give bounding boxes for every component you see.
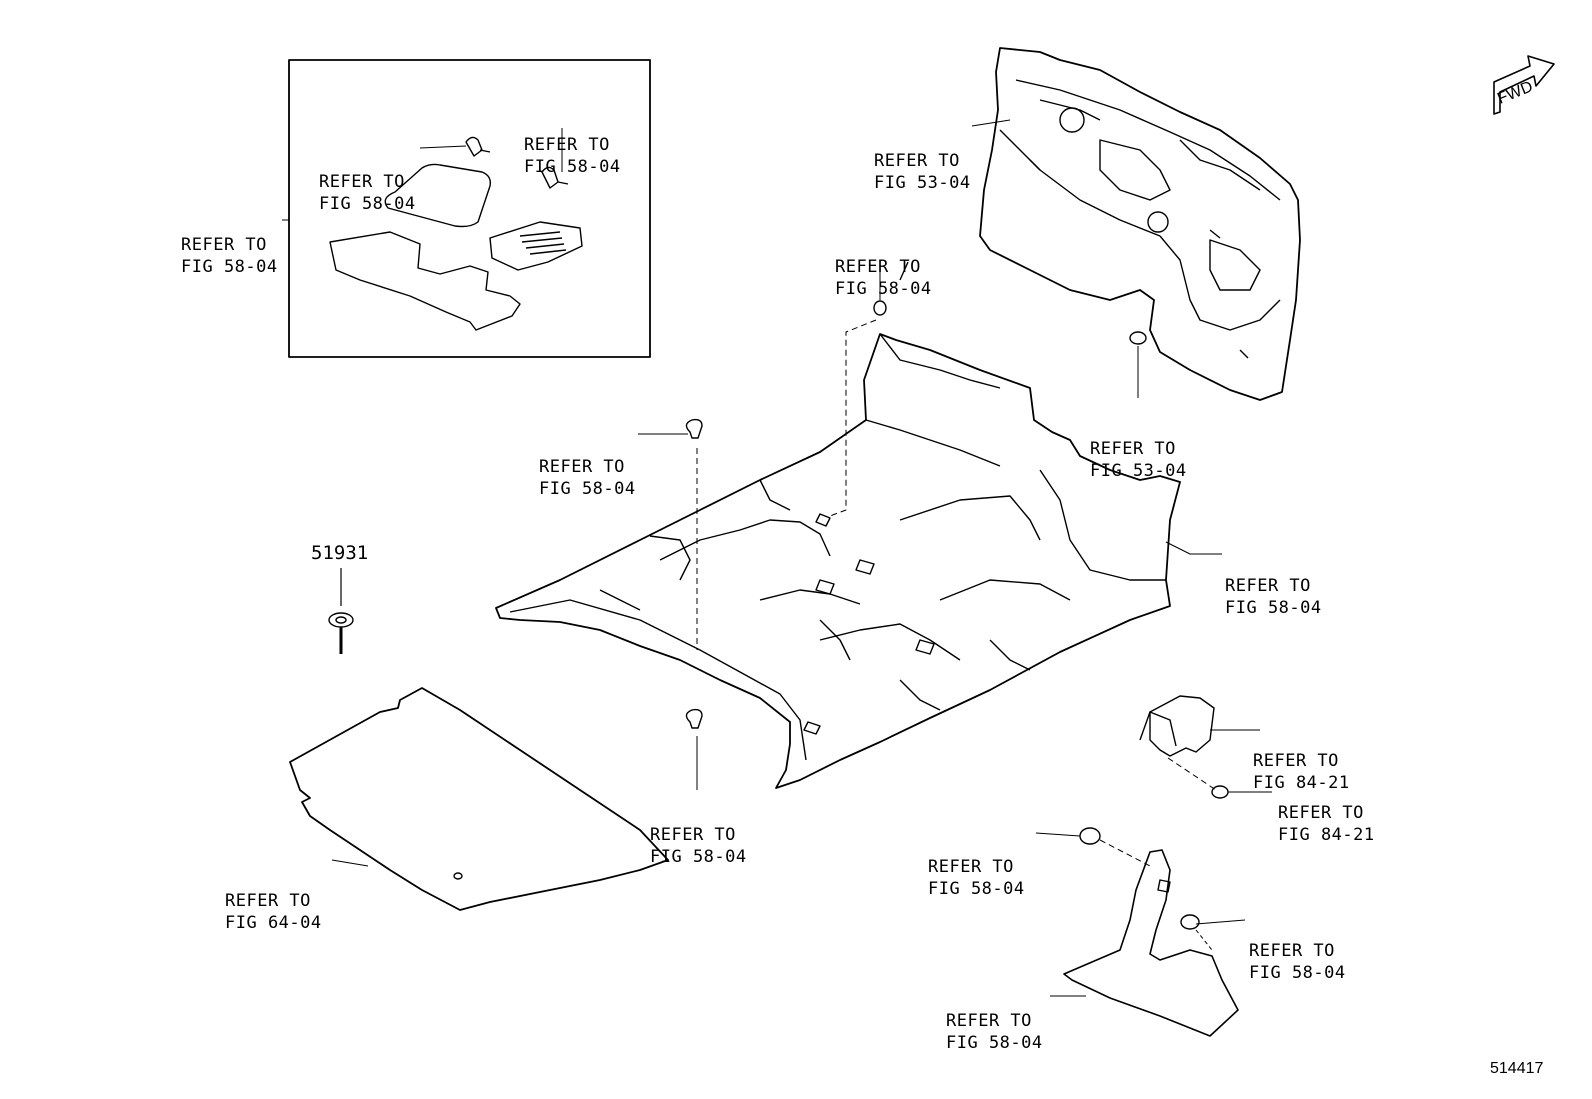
part-51931-fastener — [328, 568, 354, 654]
fwd-label: FWD — [1495, 78, 1535, 107]
dash-silencer — [979, 47, 1301, 401]
illustration-id: 514417 — [1490, 1060, 1544, 1077]
leader-lines — [282, 119, 1246, 997]
bracket-assembly — [1139, 695, 1272, 799]
luggage-mat — [289, 687, 669, 911]
part-number-label: 51931 — [311, 542, 369, 564]
clip-fasteners — [638, 264, 1147, 790]
floor-mat-inset — [288, 59, 651, 358]
floor-carpet — [495, 261, 1181, 789]
fwd-arrow-icon: FWD — [1493, 55, 1555, 115]
footrest-mat — [1063, 827, 1239, 1037]
